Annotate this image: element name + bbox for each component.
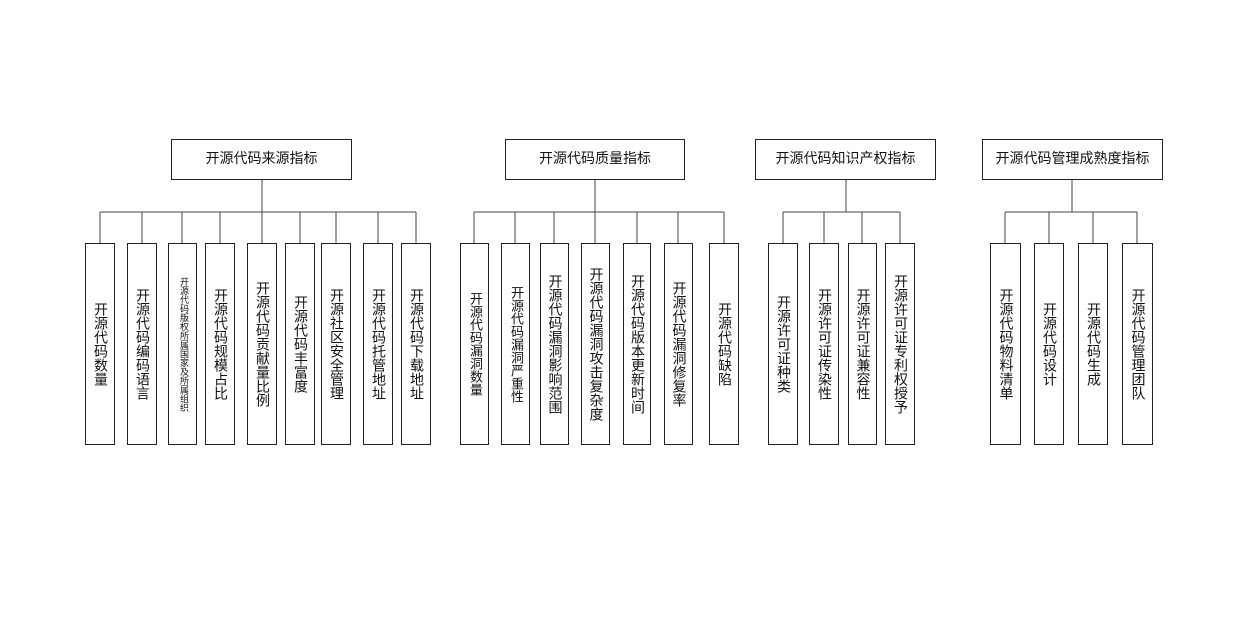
node-download-address: 开源代码下载地址: [401, 243, 431, 445]
node-version-update-time: 开源代码版本更新时间: [623, 243, 651, 445]
node-vuln-count: 开源代码漏洞数量: [460, 243, 489, 445]
node-ip-indicators: 开源代码知识产权指标: [755, 139, 936, 180]
node-license-compatibility: 开源许可证兼容性: [848, 243, 877, 445]
node-code-generation: 开源代码生成: [1078, 243, 1108, 445]
node-management-maturity: 开源代码管理成熟度指标: [982, 139, 1163, 180]
node-source-language: 开源代码编码语言: [127, 243, 157, 445]
node-source-scale-ratio: 开源代码规模占比: [205, 243, 235, 445]
node-vuln-severity: 开源代码漏洞严重性: [501, 243, 530, 445]
node-code-design: 开源代码设计: [1034, 243, 1064, 445]
node-sbom: 开源代码物料清单: [990, 243, 1021, 445]
node-vuln-attack-complexity: 开源代码漏洞攻击复杂度: [581, 243, 610, 445]
node-code-defects: 开源代码缺陷: [709, 243, 739, 445]
node-source-copyright-country: 开源代码版权所属国家及所属组织: [168, 243, 197, 445]
node-community-security: 开源社区安全管理: [321, 243, 351, 445]
node-license-types: 开源许可证种类: [768, 243, 798, 445]
node-vuln-fix-rate: 开源代码漏洞修复率: [664, 243, 693, 445]
node-license-contagion: 开源许可证传染性: [809, 243, 839, 445]
node-hosting-address: 开源代码托管地址: [363, 243, 393, 445]
node-vuln-impact: 开源代码漏洞影响范围: [540, 243, 569, 445]
node-source-indicators: 开源代码来源指标: [171, 139, 352, 180]
node-source-contribution-ratio: 开源代码贡献量比例: [247, 243, 277, 445]
node-license-patent-grant: 开源许可证专利权授予: [885, 243, 915, 445]
node-source-richness: 开源代码丰富度: [285, 243, 315, 445]
node-source-count: 开源代码数量: [85, 243, 115, 445]
node-management-team: 开源代码管理团队: [1122, 243, 1153, 445]
node-quality-indicators: 开源代码质量指标: [505, 139, 685, 180]
